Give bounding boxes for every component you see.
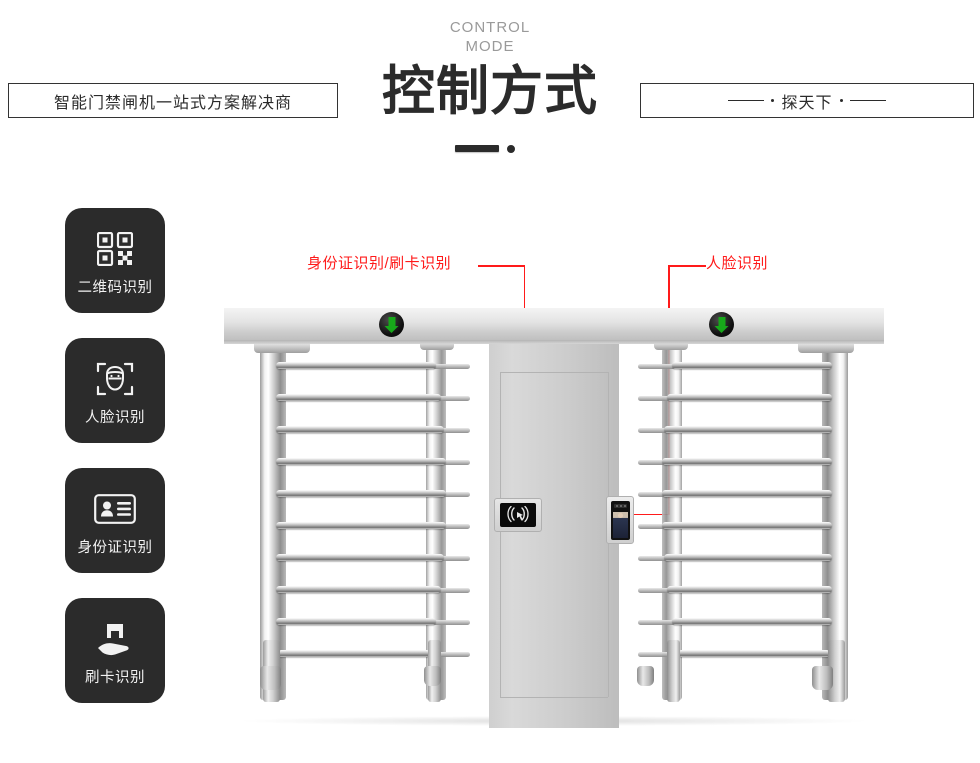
rfid-wave-icon (507, 506, 529, 523)
page-title: 控制方式 (382, 61, 598, 122)
rotor-leg-rear (667, 640, 680, 702)
card-reader-device[interactable] (494, 498, 542, 532)
brand-box: 探天下 (640, 83, 974, 118)
camera-lens (619, 504, 622, 507)
rotor-bar (276, 490, 446, 497)
slogan-box: 智能门禁闸机一站式方案解决商 (8, 83, 338, 118)
rotor-bar (672, 618, 832, 625)
rotor-bar (667, 586, 832, 593)
turnstile-canopy (224, 308, 884, 344)
green-down-arrow-icon (384, 317, 399, 333)
brand-line-left (728, 99, 765, 102)
english-subtitle: CONTROL MODE (390, 18, 590, 56)
rotor-bar (276, 522, 446, 529)
cabinet-seam (500, 372, 608, 373)
rotor-cap-left-rear (420, 340, 454, 350)
rotor-bar-rear (414, 364, 470, 369)
rotor-bar (662, 490, 832, 497)
qr-code-icon (93, 228, 137, 270)
brand-dot-right (839, 99, 843, 102)
rotor-bar (672, 362, 832, 369)
green-down-arrow-icon (714, 317, 729, 333)
brand-inner: 探天下 (728, 89, 886, 113)
turnstile-center-cabinet (489, 340, 619, 728)
rotor-bar-rear (414, 588, 470, 593)
feature-card-label: 人脸识别 (85, 410, 145, 426)
rotor-bar (276, 362, 436, 369)
rotor-bar-rear (414, 620, 470, 625)
feature-card-swipe[interactable]: 刷卡识别 (65, 598, 165, 703)
feature-card-face[interactable]: 人脸识别 (65, 338, 165, 443)
feature-card-list: 二维码识别 人脸识别 (65, 208, 165, 728)
callout-label-card-reader: 身份证识别/刷卡识别 (307, 255, 452, 272)
direction-indicator-left (379, 312, 404, 337)
swipe-card-icon (93, 618, 137, 660)
turnstile-foot (424, 666, 441, 686)
camera-icon (613, 503, 627, 508)
person-preview (612, 511, 628, 538)
direction-indicator-right (709, 312, 734, 337)
brand-dot-left (771, 99, 775, 102)
feature-card-label: 刷卡识别 (85, 670, 145, 686)
rotor-bar (664, 426, 832, 433)
title-decoration (455, 142, 525, 154)
rotor-bar (664, 554, 832, 561)
banner-header: CONTROL MODE 控制方式 智能门禁闸机一站式方案解决商 探天下 (0, 0, 980, 175)
rotor-bar (678, 650, 830, 657)
rotor-bar (662, 522, 832, 529)
turnstile-product-image (224, 308, 884, 728)
brand-line-right (849, 99, 886, 102)
rotor-bar (276, 458, 446, 465)
id-card-icon (93, 488, 137, 530)
turnstile-foot (637, 666, 654, 686)
rotor-bar (276, 618, 436, 625)
feature-card-qr-code[interactable]: 二维码识别 (65, 208, 165, 313)
rotor-bar (276, 554, 444, 561)
english-subtitle-line2: MODE (465, 38, 515, 55)
turnstile-foot (812, 666, 833, 690)
camera-lens (615, 504, 618, 507)
rotor-bar (667, 394, 832, 401)
turnstile-rotor-right (624, 340, 854, 715)
callout-leader-right-horizontal-bottom (630, 513, 669, 515)
decoration-dot (507, 145, 515, 153)
rotor-bar-rear (414, 652, 470, 657)
callout-leader-right-horizontal-top (668, 265, 706, 267)
face-terminal-device[interactable] (606, 496, 634, 544)
camera-lens (623, 504, 626, 507)
rotor-bar (662, 458, 832, 465)
brand-name: 探天下 (781, 94, 833, 112)
rotor-bar (278, 650, 430, 657)
card-reader-screen (500, 503, 536, 527)
feature-card-id-card[interactable]: 身份证识别 (65, 468, 165, 573)
cabinet-seam (500, 372, 501, 697)
cabinet-seam (500, 697, 608, 698)
rotor-bar (276, 426, 444, 433)
feature-card-label: 身份证识别 (77, 540, 153, 556)
rotor-bar (276, 586, 441, 593)
face-recognition-icon (93, 358, 137, 400)
rotor-bar-rear (414, 396, 470, 401)
slogan-text: 智能门禁闸机一站式方案解决商 (53, 94, 292, 112)
decoration-bar (455, 145, 499, 152)
rotor-bar (276, 394, 441, 401)
english-subtitle-line1: CONTROL (449, 19, 531, 36)
feature-card-label: 二维码识别 (77, 280, 153, 296)
turnstile-rotor-left (254, 340, 484, 715)
face-terminal-screen (610, 500, 630, 540)
turnstile-foot (260, 666, 281, 690)
callout-leader-left-horizontal (478, 265, 525, 267)
callout-label-face: 人脸识别 (706, 255, 769, 272)
